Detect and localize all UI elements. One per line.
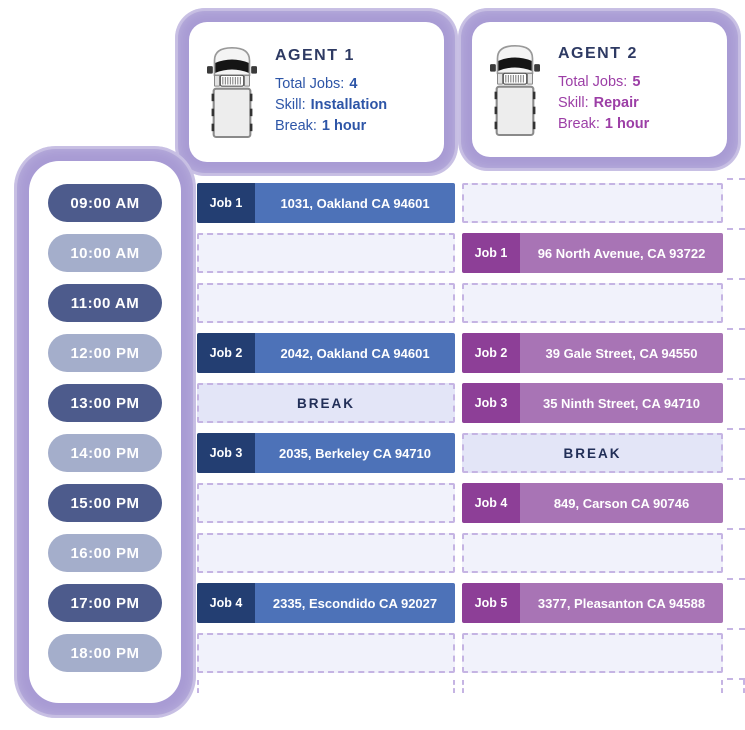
job-label: Job 3 (197, 433, 255, 473)
agent-1-card-body: AGENT 1 Total Jobs:4 Skill:Installation … (189, 22, 444, 162)
grid-dash-stub (727, 678, 745, 680)
time-pill: 11:00 AM (48, 284, 162, 322)
grid-dash-stub (727, 478, 745, 480)
job-label: Job 3 (462, 383, 520, 423)
truck-icon (490, 38, 540, 142)
agent-2-total-jobs: Total Jobs:5 (558, 73, 641, 90)
agent-1-total-jobs: Total Jobs:4 (275, 76, 358, 92)
grid-dash-stub (727, 578, 745, 580)
agent-2-card-body: AGENT 2 Total Jobs:5 Skill:Repair Break:… (472, 22, 727, 157)
job-label: Job 4 (197, 583, 255, 623)
job-label: Job 2 (462, 333, 520, 373)
agent-2-break: Break:1 hour (558, 115, 650, 132)
time-pill: 15:00 PM (48, 484, 162, 522)
empty-slot (197, 283, 455, 323)
grid-dash-stub (727, 328, 745, 330)
truck-icon (207, 40, 257, 144)
grid-dash-stub (727, 378, 745, 380)
agent-1-card: AGENT 1 Total Jobs:4 Skill:Installation … (175, 8, 458, 176)
timeline-panel: 09:00 AM 10:00 AM 11:00 AM 12:00 PM 13:00 PM… (14, 146, 196, 718)
job-address: 1031, Oakland CA 94601 (255, 183, 455, 223)
agent-1-name: AGENT 1 (275, 47, 355, 64)
agent-2-name: AGENT 2 (558, 44, 638, 62)
job-address: 39 Gale Street, CA 94550 (520, 333, 723, 373)
agent-1-skill: Skill:Installation (275, 97, 388, 113)
job-address: 96 North Avenue, CA 93722 (520, 233, 723, 273)
grid-dash-stub (743, 680, 745, 693)
job-label: Job 1 (462, 233, 520, 273)
empty-slot (462, 283, 723, 323)
job-label: Job 4 (462, 483, 520, 523)
job-label: Job 5 (462, 583, 520, 623)
agent-2-skill: Skill:Repair (558, 94, 639, 111)
empty-slot (197, 533, 455, 573)
grid-dash-stub (727, 228, 745, 230)
grid-dash-stub (727, 628, 745, 630)
job-address: 35 Ninth Street, CA 94710 (520, 383, 723, 423)
empty-slot (197, 233, 455, 273)
job-address: 2042, Oakland CA 94601 (255, 333, 455, 373)
job-address: 3377, Pleasanton CA 94588 (520, 583, 723, 623)
timeline-list: 09:00 AM 10:00 AM 11:00 AM 12:00 PM 13:00 PM… (29, 161, 181, 703)
job-label: Job 2 (197, 333, 255, 373)
grid-dash-stub (727, 178, 745, 180)
time-pill: 09:00 AM (48, 184, 162, 222)
grid-dash-stub (721, 680, 723, 693)
empty-slot (197, 633, 455, 673)
job-address: 849, Carson CA 90746 (520, 483, 723, 523)
grid-dash-stub (462, 680, 464, 693)
empty-slot (197, 483, 455, 523)
job-label: Job 1 (197, 183, 255, 223)
agent-1-break: Break:1 hour (275, 118, 367, 134)
time-pill: 17:00 PM (48, 584, 162, 622)
break-slot: BREAK (197, 383, 455, 423)
empty-slot (462, 183, 723, 223)
empty-slot (462, 633, 723, 673)
time-pill: 14:00 PM (48, 434, 162, 472)
time-pill: 16:00 PM (48, 534, 162, 572)
empty-slot (462, 533, 723, 573)
break-slot: BREAK (462, 433, 723, 473)
job-address: 2335, Escondido CA 92027 (255, 583, 455, 623)
job-address: 2035, Berkeley CA 94710 (255, 433, 455, 473)
grid-dash-stub (727, 528, 745, 530)
time-pill: 10:00 AM (48, 234, 162, 272)
grid-dash-stub (727, 428, 745, 430)
time-pill: 13:00 PM (48, 384, 162, 422)
grid-dash-stub (197, 680, 199, 693)
grid-dash-stub (453, 680, 455, 693)
grid-dash-stub (727, 278, 745, 280)
agent-2-card: AGENT 2 Total Jobs:5 Skill:Repair Break:… (458, 8, 741, 171)
time-pill: 12:00 PM (48, 334, 162, 372)
time-pill: 18:00 PM (48, 634, 162, 672)
